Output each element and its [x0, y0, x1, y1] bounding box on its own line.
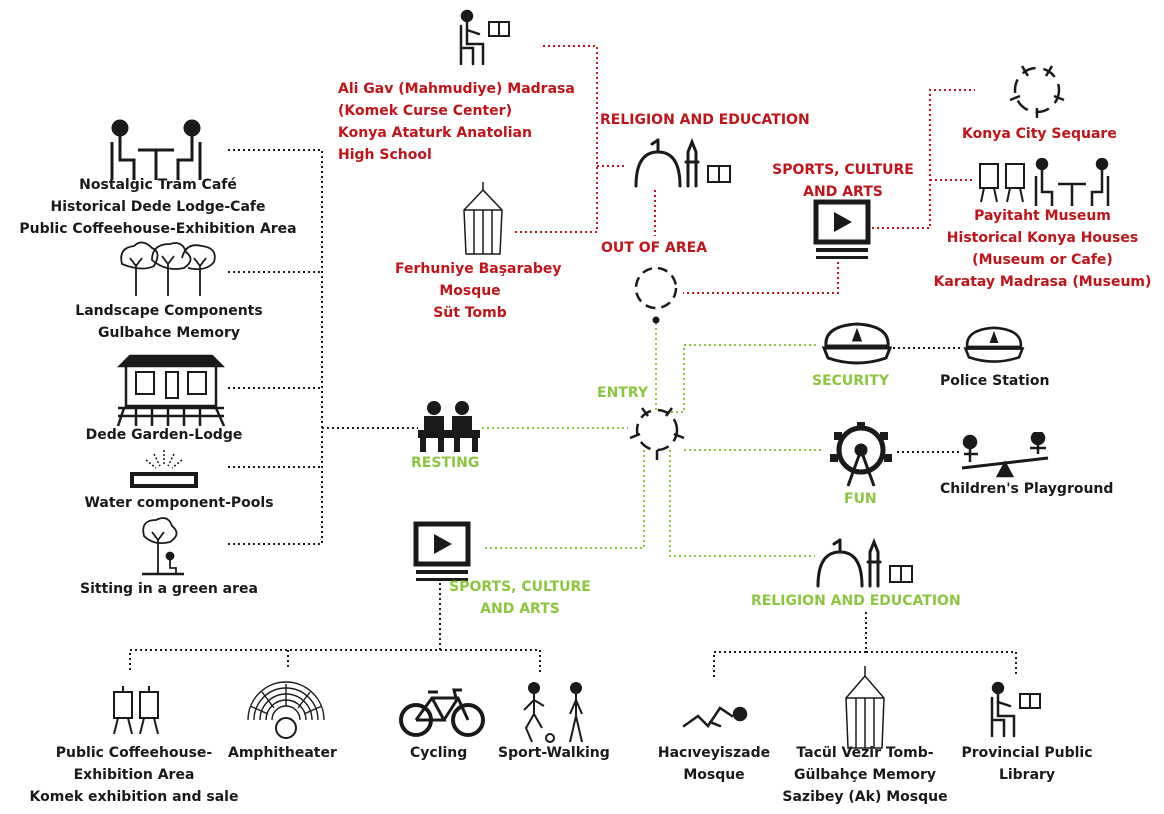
cafe-table-icon	[1034, 158, 1110, 206]
out-of-area-label: OUT OF AREA	[601, 240, 708, 256]
mosque-icon	[816, 538, 913, 588]
madrasa-line: (Komek Curse Center)	[338, 103, 512, 119]
sports-out-line: AND ARTS	[803, 184, 883, 200]
walking-people-icon	[523, 682, 583, 743]
tomb-line: Gülbahçe Memory	[793, 767, 937, 783]
resting-label: RESTING	[411, 455, 480, 471]
city-square-icon	[1009, 65, 1065, 118]
easel-icon	[979, 163, 1025, 203]
museums-line: Payitaht Museum	[974, 208, 1111, 224]
lodge-label: Dede Garden-Lodge	[85, 427, 243, 443]
cafe-label: Nostalgic Tram Café Historical Dede Lodg…	[8, 174, 308, 240]
trees-icon	[120, 241, 216, 296]
haciveyiszade-line: Hacıveyiszade	[657, 745, 771, 761]
exhibition-line: Public Coffeehouse-	[55, 745, 213, 761]
police-station-label: Police Station	[940, 373, 1050, 389]
reading-person-icon	[990, 681, 1041, 738]
mosque-out-label: Ferhuniye Başarabey Mosque Süt Tomb	[395, 258, 562, 324]
mosque-out-line: Süt Tomb	[433, 305, 507, 321]
sports-out-label: SPORTS, CULTURE AND ARTS	[768, 159, 918, 203]
exhibition-label: Public Coffeehouse- Exhibition Area Kome…	[14, 742, 254, 808]
fountain-icon	[130, 450, 198, 488]
person-tree-icon	[142, 517, 184, 576]
security-label: SECURITY	[812, 373, 889, 389]
madrasa-line: Konya Ataturk Anatolian	[338, 125, 532, 141]
leaf-links	[129, 149, 1017, 680]
mosque-out-line: Ferhuniye Başarabey	[395, 261, 562, 277]
tv-play-icon	[413, 521, 471, 581]
police-cap-icon	[963, 326, 1025, 363]
sport-walking-label: Sport-Walking	[498, 745, 610, 761]
ring-node-icon	[634, 266, 678, 324]
entry-label: ENTRY	[597, 385, 648, 401]
cafe-line: Nostalgic Tram Café	[79, 177, 237, 193]
sports-in-line: AND ARTS	[480, 601, 560, 617]
museums-line: (Museum or Cafe)	[972, 252, 1113, 268]
landscape-line: Gulbahce Memory	[97, 325, 241, 341]
entry-links	[482, 318, 822, 557]
bench-people-icon	[418, 401, 480, 452]
library-label: Provincial Public Library	[952, 742, 1102, 786]
exhibition-line: Komek exhibition and sale	[29, 789, 239, 805]
tv-play-icon	[813, 199, 871, 259]
sports-in-label: SPORTS, CULTURE AND ARTS	[430, 576, 610, 620]
city-square-label: Konya City Sequare	[962, 126, 1117, 142]
cafe-line: Public Coffeehouse-Exhibition Area	[19, 221, 297, 237]
easel-icon	[113, 686, 159, 735]
police-cap-icon	[821, 322, 893, 365]
museums-line: Karatay Madrasa (Museum)	[933, 274, 1152, 290]
prostrating-person-icon	[682, 706, 748, 728]
cycling-label: Cycling	[410, 745, 468, 761]
ferris-wheel-icon	[830, 422, 892, 487]
amphitheater-label: Amphitheater	[228, 745, 337, 761]
tomb-line: Sazibey (Ak) Mosque	[782, 789, 948, 805]
reading-person-icon	[459, 9, 510, 66]
water-label: Water component-Pools	[84, 495, 274, 511]
madrasa-line: Ali Gav (Mahmudiye) Madrasa	[338, 81, 575, 97]
tomb-label: Tacül Vezir Tomb- Gülbahçe Memory Sazibe…	[772, 742, 958, 808]
religion-education-in-label: RELIGION AND EDUCATION	[751, 593, 961, 609]
library-line: Provincial Public	[961, 745, 1093, 761]
minaret-tomb-icon	[845, 666, 885, 749]
museums-line: Historical Konya Houses	[946, 230, 1139, 246]
minaret-tomb-icon	[463, 182, 503, 255]
library-line: Library	[998, 767, 1056, 783]
playground-label: Children's Playground	[940, 481, 1114, 497]
out-of-area-links	[515, 45, 975, 294]
museums-label: Payitaht Museum Historical Konya Houses …	[925, 205, 1160, 293]
tomb-line: Tacül Vezir Tomb-	[796, 745, 934, 761]
haciveyiszade-line: Mosque	[683, 767, 745, 783]
religion-education-out-label: RELIGION AND EDUCATION	[600, 112, 810, 128]
exhibition-line: Exhibition Area	[73, 767, 195, 783]
landscape-label: Landscape Components Gulbahce Memory	[64, 300, 274, 344]
haciveyiszade-label: Hacıveyiszade Mosque	[652, 742, 776, 786]
cafe-table-icon	[110, 119, 202, 180]
landscape-line: Landscape Components	[75, 303, 263, 319]
seesaw-icon	[961, 432, 1049, 478]
amphitheater-icon	[247, 681, 325, 739]
green-area-label: Sitting in a green area	[80, 581, 258, 597]
ring-node-icon	[629, 407, 685, 460]
madrasa-label: Ali Gav (Mahmudiye) Madrasa (Komek Curse…	[338, 78, 575, 166]
mosque-icon	[634, 138, 731, 188]
lodge-house-icon	[116, 354, 226, 427]
mosque-out-line: Mosque	[439, 283, 501, 299]
fun-label: FUN	[844, 491, 877, 507]
madrasa-line: High School	[338, 147, 432, 163]
sports-in-line: SPORTS, CULTURE	[449, 579, 591, 595]
cafe-line: Historical Dede Lodge-Cafe	[50, 199, 266, 215]
bicycle-icon	[399, 688, 485, 737]
sports-out-line: SPORTS, CULTURE	[772, 162, 914, 178]
